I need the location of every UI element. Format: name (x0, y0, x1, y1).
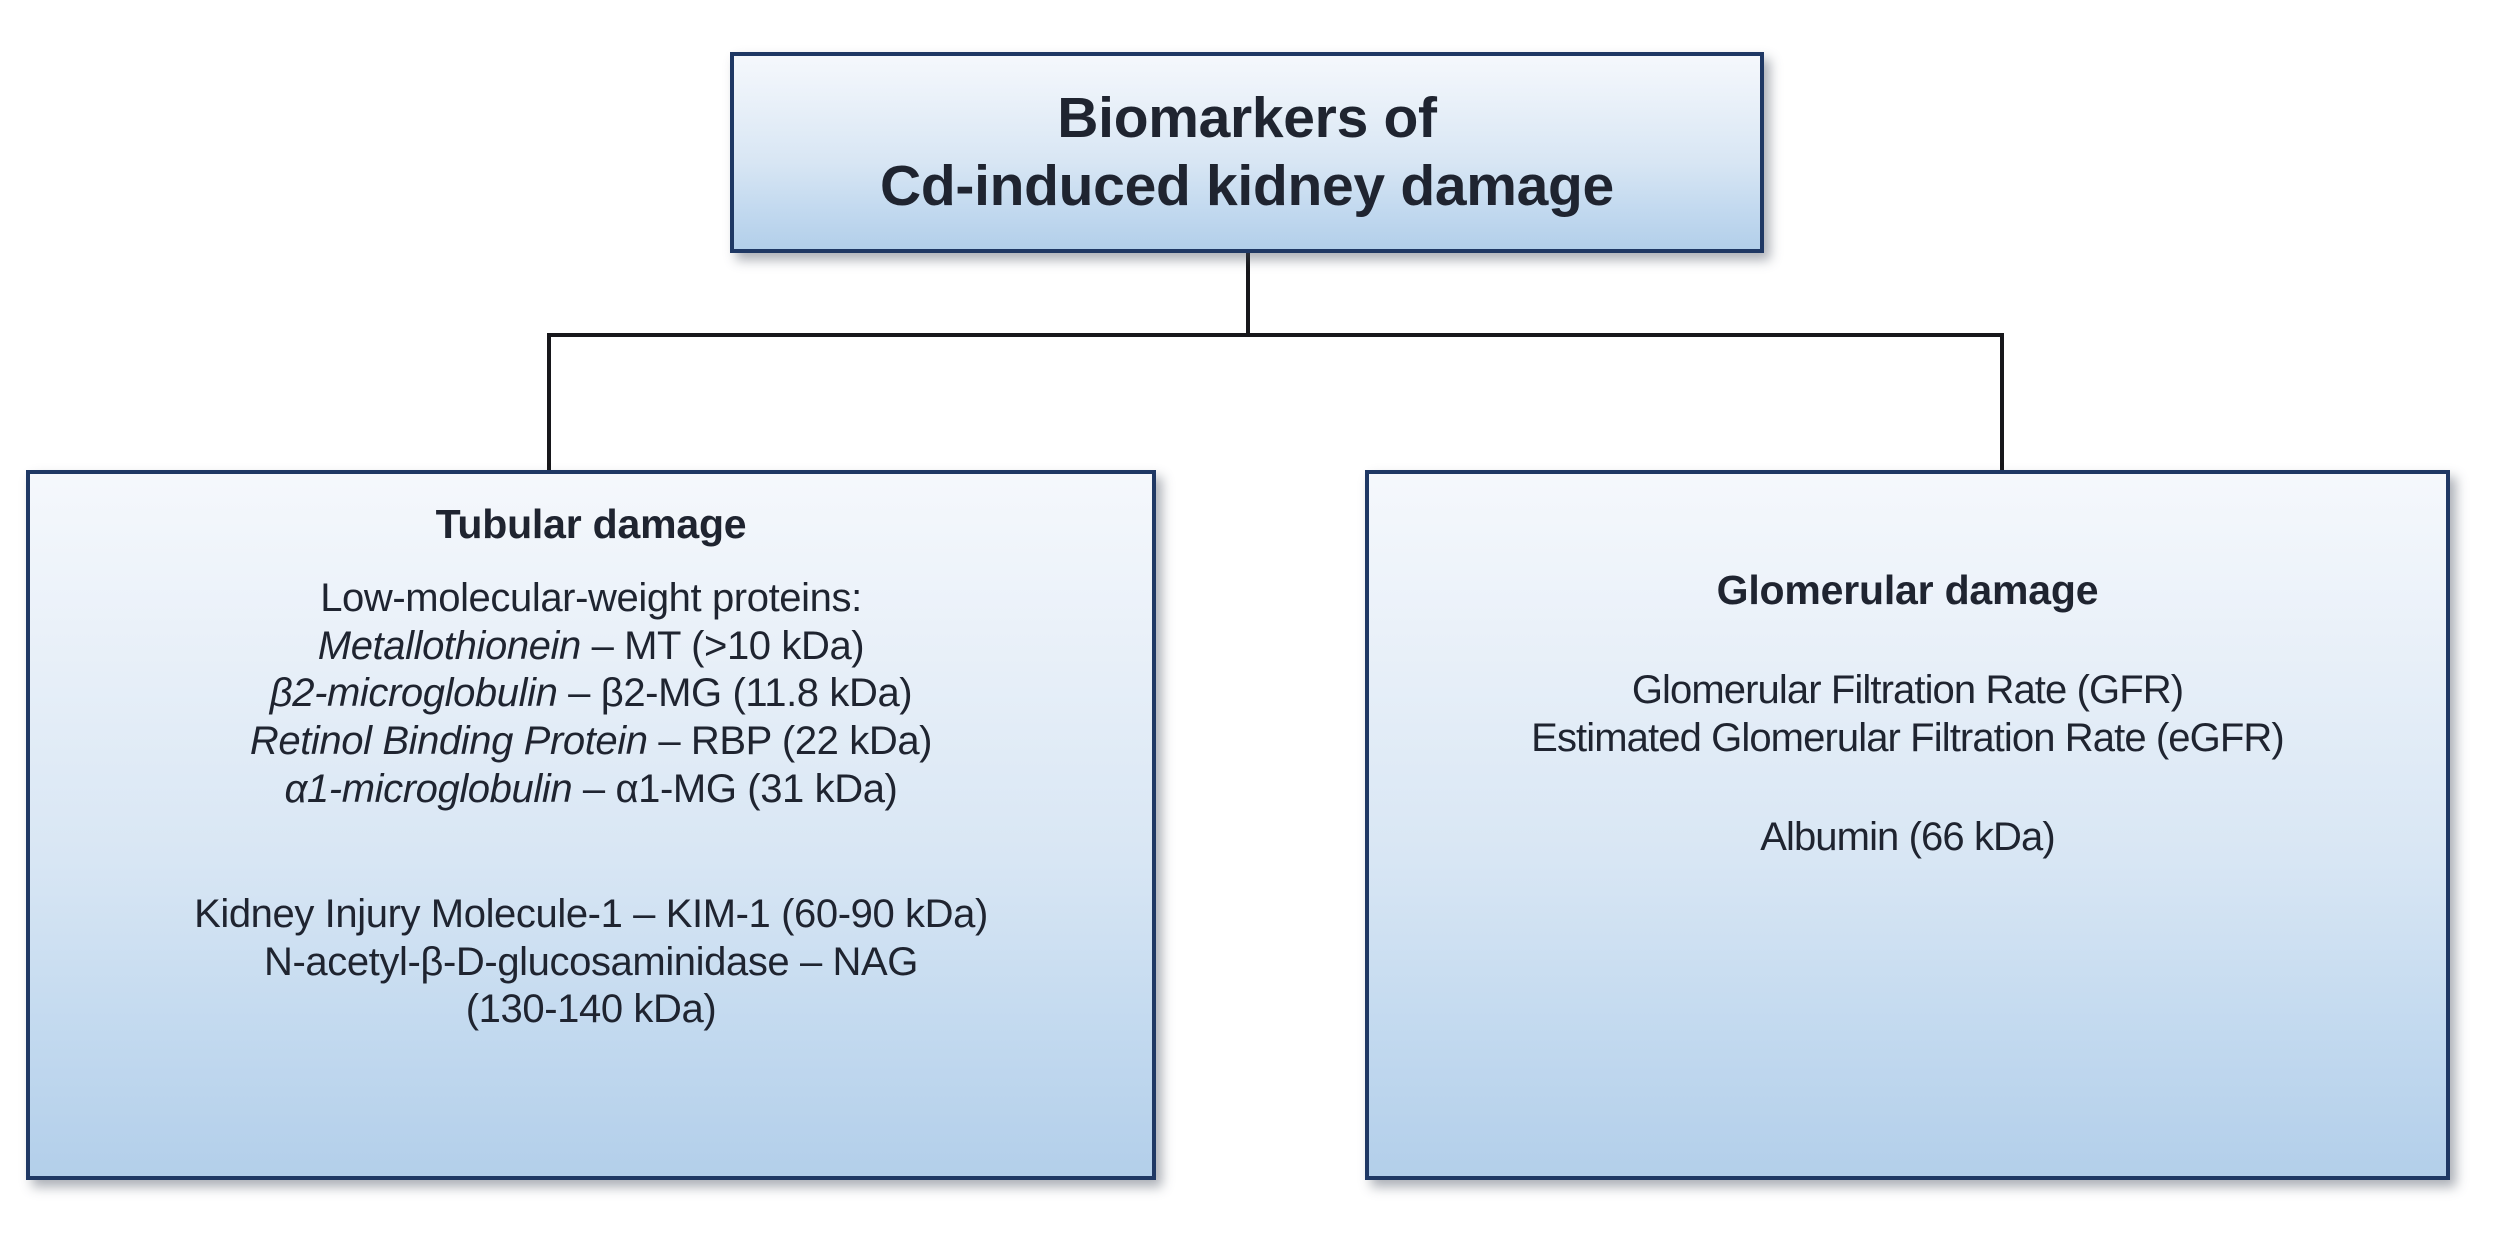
glomerular-heading: Glomerular damage (1716, 567, 2099, 613)
tubular-item-b2-microglobulin: β2-microglobulin – β2-MG (11.8 kDa) (38, 670, 1144, 718)
protein-name: Metallothionein (317, 623, 581, 668)
connector-drop-tubular (547, 333, 551, 473)
spacer (1371, 762, 2444, 814)
connector-horizontal-bar (547, 333, 2004, 337)
protein-name: Retinol Binding Protein (249, 718, 648, 763)
tubular-group1-label: Low-molecular-weight proteins: (320, 576, 862, 621)
tubular-item-kim1: Kidney Injury Molecule-1 – KIM-1 (60-90 … (194, 892, 988, 937)
protein-detail: – β2-MG (11.8 kDa) (557, 671, 913, 716)
node-tubular-damage: Tubular damage Low-molecular-weight prot… (26, 470, 1156, 1180)
tubular-heading: Tubular damage (435, 501, 747, 547)
tubular-item-nag: N-acetyl-β-D-glucosaminidase – NAG (263, 939, 919, 984)
connector-drop-glomerular (2000, 333, 2004, 473)
node-root-biomarkers: Biomarkers of Cd-induced kidney damage (730, 52, 1764, 253)
protein-name: β2-microglobulin (269, 671, 558, 716)
tubular-item-a1-microglobulin: α1-microglobulin – α1-MG (31 kDa) (38, 766, 1144, 814)
glomerular-item-egfr: Estimated Glomerular Filtration Rate (eG… (1531, 715, 2285, 760)
tubular-item-metallothionein: Metallothionein – MT (>10 kDa) (38, 623, 1144, 671)
root-title-line-2: Cd-induced kidney damage (880, 153, 1614, 218)
tubular-item-nag-mass: (130-140 kDa) (465, 987, 717, 1032)
glomerular-item-albumin: Albumin (66 kDa) (1760, 815, 2056, 860)
connector-stem-root (1246, 253, 1250, 337)
glomerular-item-gfr: Glomerular Filtration Rate (GFR) (1631, 668, 2184, 713)
protein-detail: – MT (>10 kDa) (580, 623, 865, 668)
spacer (1371, 615, 2444, 667)
node-glomerular-damage: Glomerular damage Glomerular Filtration … (1365, 470, 2450, 1180)
protein-detail: – RBP (22 kDa) (647, 718, 933, 763)
root-title-line-1: Biomarkers of (1057, 86, 1437, 151)
protein-name: α1-microglobulin (284, 766, 573, 811)
protein-detail: – α1-MG (31 kDa) (572, 766, 898, 811)
spacer (1371, 500, 2444, 566)
spacer (38, 549, 1144, 575)
spacer (38, 813, 1144, 891)
tubular-item-retinol-binding-protein: Retinol Binding Protein – RBP (22 kDa) (38, 718, 1144, 766)
